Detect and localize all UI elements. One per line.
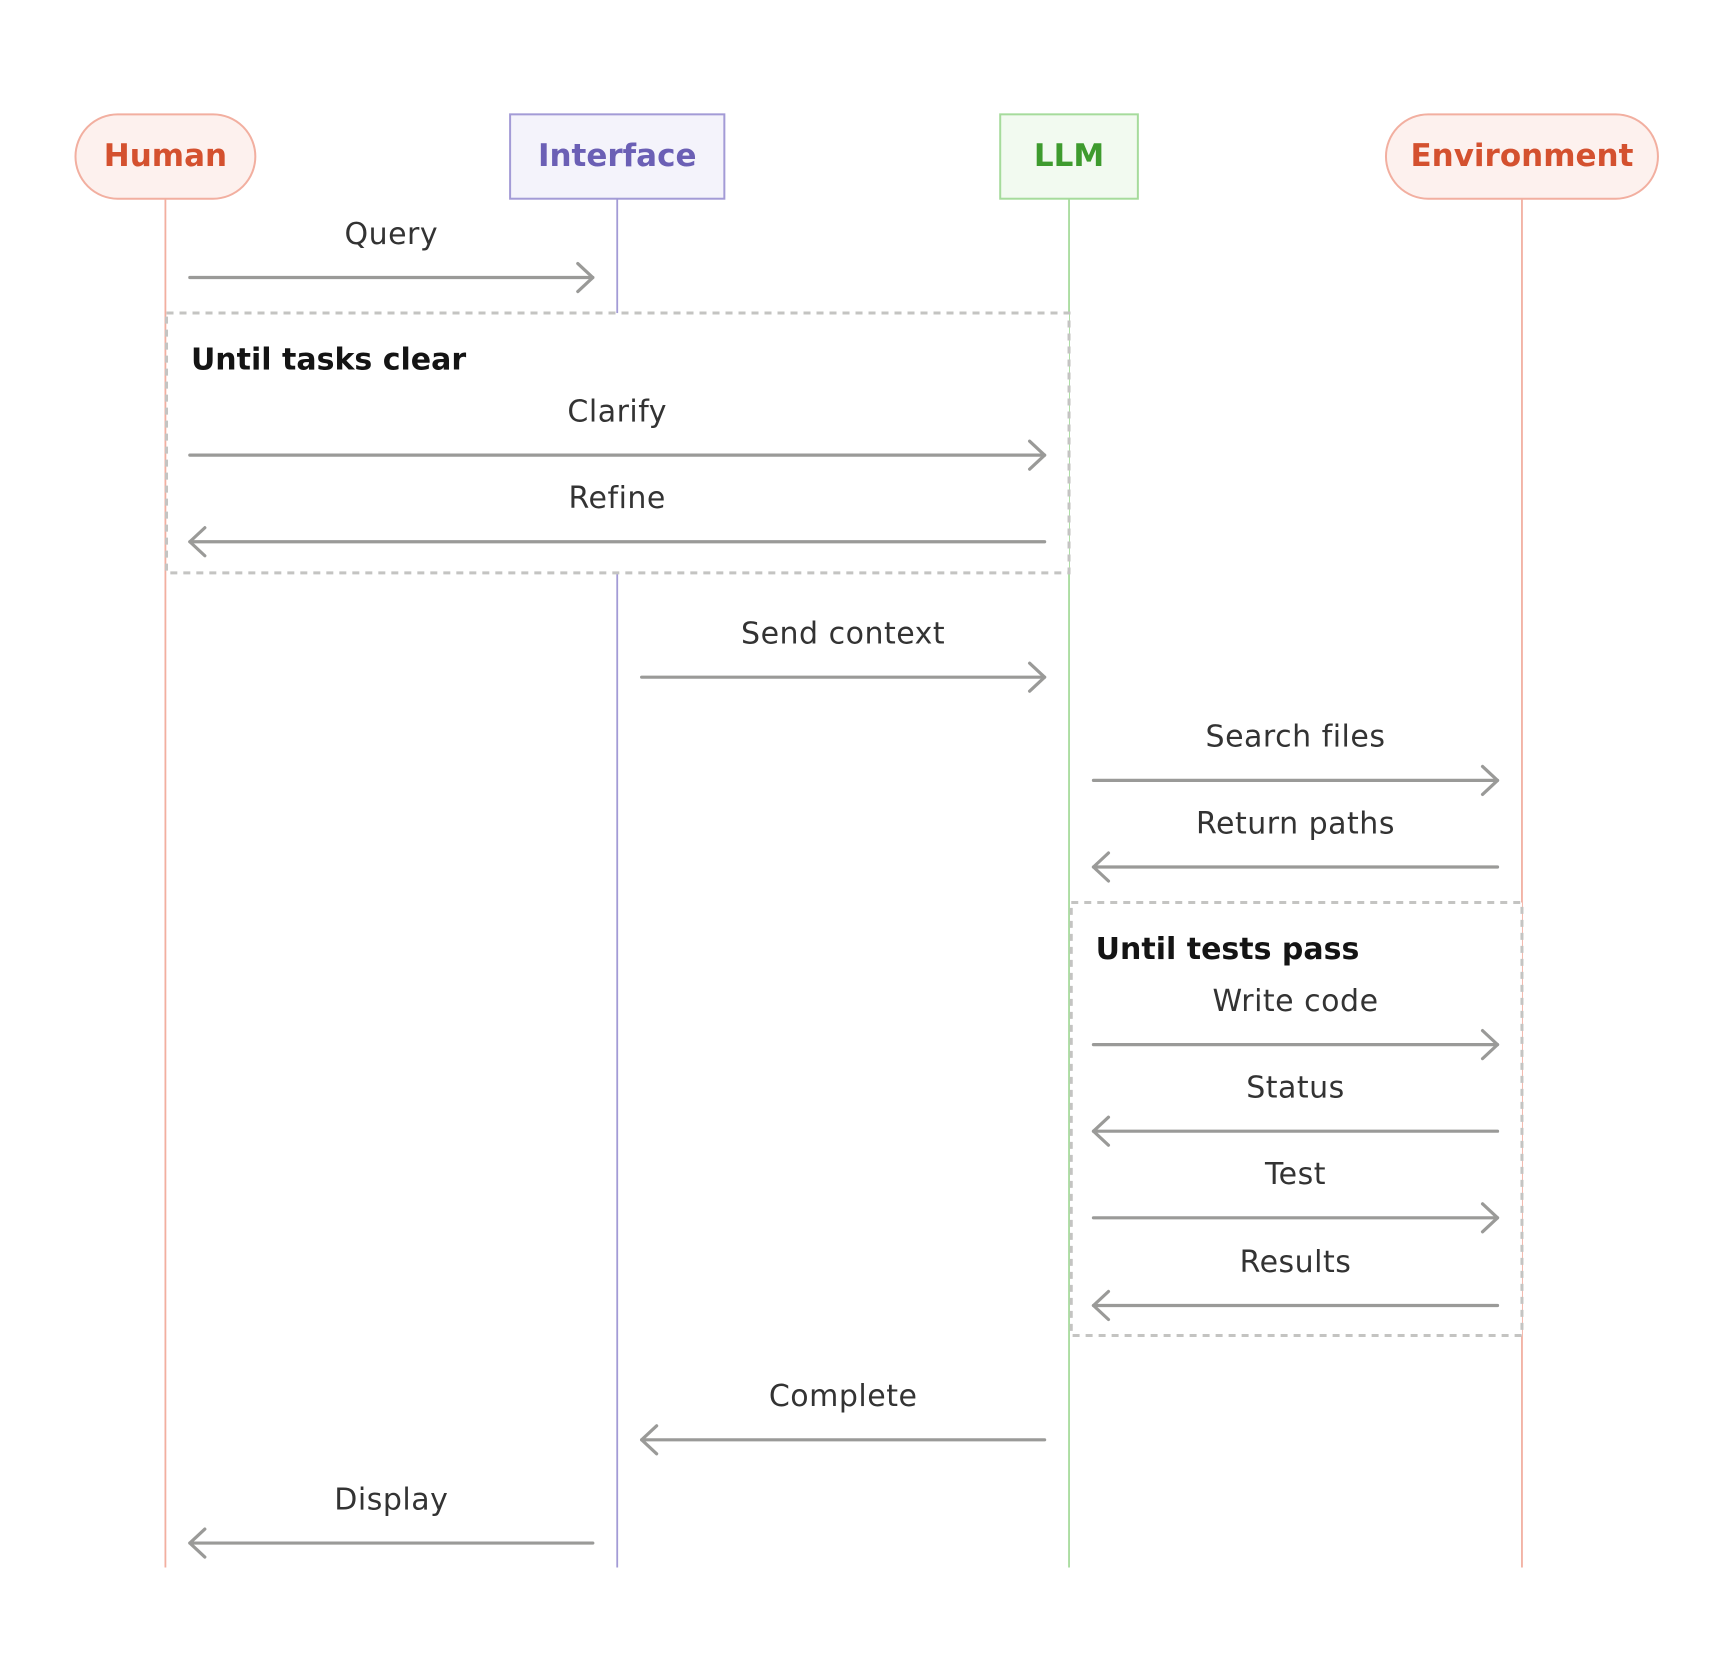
message-label: Status [1246,1071,1345,1106]
actors: Human Interface LLM Environment [74,113,1659,200]
message-label: Refine [569,481,666,516]
actor-llm: LLM [999,113,1139,200]
loop-label: Until tasks clear [191,342,466,377]
message-results: Results [1091,1245,1500,1322]
message-test: Test [1091,1157,1500,1234]
actor-label: Human [104,138,227,174]
message-label: Query [344,217,438,252]
arrowhead-icon [1028,661,1047,693]
arrowhead-icon [576,261,595,294]
message-label: Send context [741,616,945,651]
arrowhead-icon [1480,764,1500,797]
message-refine: Refine [188,481,1047,558]
message-write-code: Write code [1091,984,1500,1061]
loop-frame [165,311,1071,575]
arrowhead-icon [1480,1202,1500,1234]
loop-frame [1069,901,1524,1337]
actor-label: LLM [1034,138,1104,174]
actor-box [1384,113,1659,200]
message-label: Write code [1212,984,1378,1019]
actor-label: Environment [1410,138,1633,174]
message-search-files: Search files [1091,720,1500,797]
actor-human: Human [74,113,257,200]
loop-label: Until tests pass [1096,932,1360,967]
arrowhead-icon [188,1527,207,1559]
message-clarify: Clarify [188,394,1047,471]
arrowhead-icon [1028,439,1047,471]
loop-until-tasks-clear: Until tasks clear [165,311,1071,575]
loop-until-tests-pass: Until tests pass [1069,901,1524,1337]
message-label: Clarify [567,394,667,429]
message-label: Return paths [1196,806,1395,841]
arrowhead-icon [1480,1029,1500,1061]
message-label: Display [334,1482,448,1517]
actor-label: Interface [538,138,697,174]
message-send-context: Send context [640,616,1047,693]
arrowhead-icon [1091,851,1111,883]
message-label: Complete [769,1379,918,1414]
message-query: Query [188,217,595,294]
message-complete: Complete [640,1379,1047,1456]
message-label: Search files [1206,720,1386,755]
actor-box [74,113,257,200]
arrowhead-icon [1091,1115,1111,1147]
message-label: Results [1240,1245,1352,1280]
arrowhead-icon [640,1424,659,1456]
message-display: Display [188,1482,595,1559]
actor-box [509,113,726,200]
message-status: Status [1091,1071,1500,1147]
arrowhead-icon [1091,1289,1111,1322]
actor-interface: Interface [509,113,726,200]
message-return-paths: Return paths [1091,806,1500,883]
actor-box [999,113,1139,200]
message-label: Test [1264,1157,1326,1192]
arrowhead-icon [188,526,207,558]
actor-environment: Environment [1384,113,1659,200]
